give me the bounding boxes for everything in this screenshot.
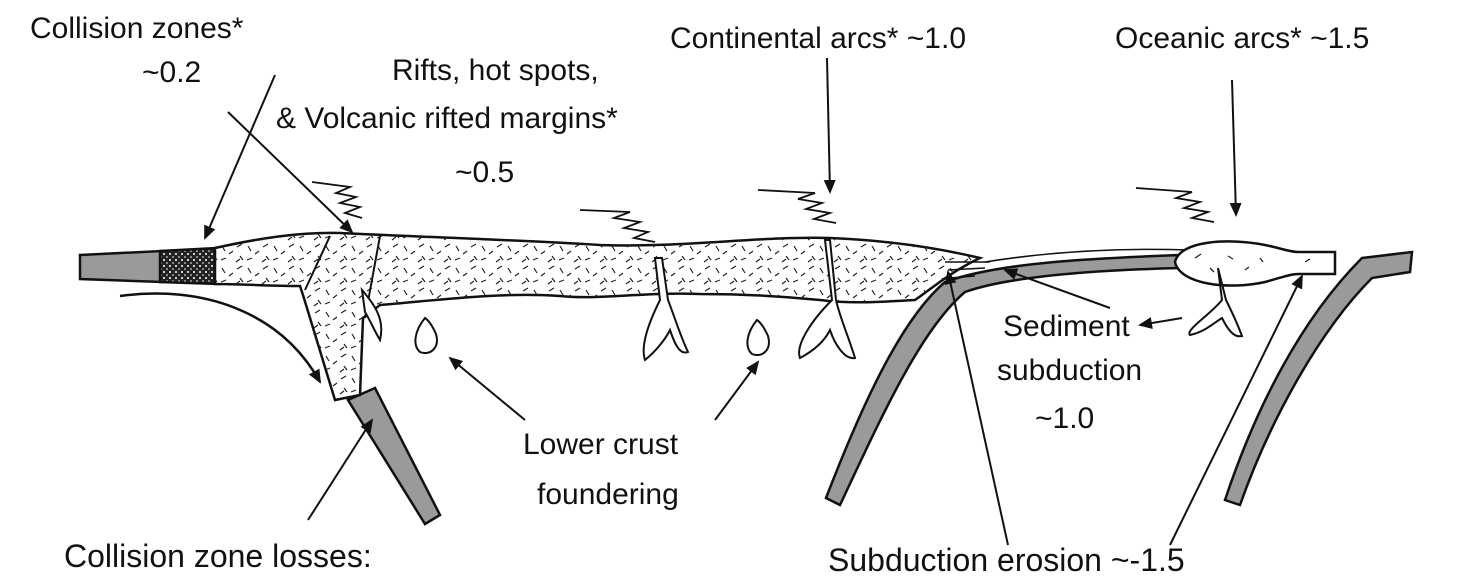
lower-crust-drip-right [747,320,768,355]
sediment-label-line2: subduction [997,356,1142,386]
subduction-erosion-label: Subduction erosion ~-1.5 [828,544,1185,576]
collision-block [160,248,218,284]
collision-zones-value: ~0.2 [142,58,201,88]
oceanic-arc-body [1175,241,1335,285]
plate-motion-arrow [120,294,320,382]
lower-crust-label-line2: foundering [537,480,679,510]
collision-zones-label: Collision zones* [30,14,243,44]
sediment-value: ~1.0 [1035,404,1094,434]
rifts-value: ~0.5 [455,158,514,188]
rifts-label-line2: & Volcanic rifted margins* [276,104,618,134]
sediment-label-line1: Sediment [1003,312,1130,342]
left-oceanic-plate [80,251,162,282]
oceanic-arcs-label: Oceanic arcs* ~1.5 [1115,24,1369,54]
continental-arcs-label: Continental arcs* ~1.0 [670,24,966,54]
right-descending-slab [1225,252,1412,505]
left-descending-slab [348,388,440,524]
crust-texture [215,233,980,400]
lower-crust-drip-left [415,318,436,353]
collision-losses-label: Collision zone losses: [64,540,372,572]
volcanic-zigzags [312,182,1214,242]
rifts-label-line1: Rifts, hot spots, [392,56,599,86]
lower-crust-label-line1: Lower crust [523,430,678,460]
